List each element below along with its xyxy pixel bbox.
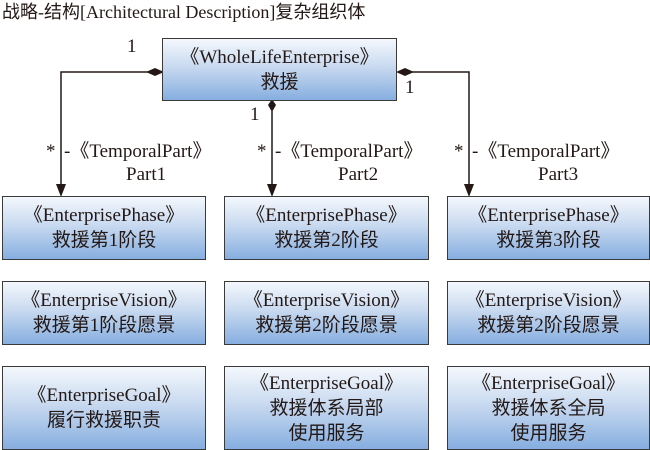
composition-diamond-icon	[268, 99, 276, 112]
box-name-line2: 使用服务	[510, 422, 587, 444]
box-stereotype: 《EnterprisePhase》	[468, 205, 629, 226]
box-stereotype: 《EnterpriseVision》	[465, 290, 632, 311]
role-label-3: -《TemporalPart》	[472, 141, 620, 162]
arrowhead-icon	[464, 184, 474, 197]
box-name: 救援体系局部	[269, 397, 384, 419]
enterprise-vision-box-1[interactable]: 《EnterpriseVision》 救援第1阶段愿景	[2, 281, 206, 345]
box-stereotype: 《WholeLifeEnterprise》	[180, 46, 379, 68]
box-name: 救援第1阶段愿景	[32, 315, 176, 336]
enterprise-vision-box-3[interactable]: 《EnterpriseVision》 救援第2阶段愿景	[447, 281, 650, 345]
enterprise-phase-box-3[interactable]: 《EnterprisePhase》 救援第3阶段	[447, 196, 650, 260]
composition-diamond-icon	[146, 68, 164, 76]
enterprise-vision-box-2[interactable]: 《EnterpriseVision》 救援第2阶段愿景	[224, 281, 429, 345]
box-stereotype: 《EnterpriseGoal》	[471, 372, 625, 394]
role-label-1: -《TemporalPart》	[64, 141, 212, 162]
multiplicity-source-2: 1	[250, 104, 260, 125]
multiplicity-source-3: 1	[405, 77, 415, 98]
arrowhead-icon	[267, 184, 277, 197]
box-name: 救援第2阶段	[274, 230, 379, 251]
box-name: 救援第2阶段愿景	[255, 315, 398, 336]
association-line-part3	[406, 71, 470, 190]
enterprise-phase-box-2[interactable]: 《EnterprisePhase》 救援第2阶段	[224, 196, 429, 260]
box-stereotype: 《EnterpriseGoal》	[27, 385, 181, 406]
enterprise-goal-box-1[interactable]: 《EnterpriseGoal》 履行救援职责	[2, 366, 206, 450]
box-name-line2: 使用服务	[288, 422, 365, 444]
arrowhead-icon	[56, 184, 66, 197]
box-stereotype: 《EnterprisePhase》	[23, 205, 185, 226]
diagram-title: 战略-结构[Architectural Description]复杂组织体	[2, 2, 366, 22]
composition-diamond-icon	[396, 68, 414, 76]
box-name: 救援第2阶段愿景	[477, 315, 620, 336]
association-line-part1	[60, 71, 152, 190]
part-name-1: Part1	[126, 164, 167, 185]
box-name: 救援第1阶段	[51, 230, 157, 251]
box-name: 履行救援职责	[46, 410, 161, 431]
box-name: 救援	[260, 71, 299, 93]
enterprise-goal-box-2[interactable]: 《EnterpriseGoal》 救援体系局部 使用服务	[224, 366, 429, 450]
multiplicity-source-1: 1	[127, 36, 137, 57]
box-stereotype: 《EnterpriseVision》	[243, 290, 410, 311]
box-name: 救援体系全局	[491, 397, 606, 419]
box-name: 救援第3阶段	[496, 230, 601, 251]
multiplicity-target-1: *	[46, 141, 56, 162]
box-stereotype: 《EnterpriseVision》	[21, 290, 187, 311]
enterprise-phase-box-1[interactable]: 《EnterprisePhase》 救援第1阶段	[2, 196, 206, 260]
box-stereotype: 《EnterprisePhase》	[246, 205, 407, 226]
box-stereotype: 《EnterpriseGoal》	[249, 372, 403, 394]
multiplicity-target-3: *	[454, 141, 464, 162]
part-name-3: Part3	[538, 164, 579, 185]
part-name-2: Part2	[338, 164, 379, 185]
role-label-2: -《TemporalPart》	[275, 141, 423, 162]
whole-life-enterprise-box[interactable]: 《WholeLifeEnterprise》 救援	[162, 38, 397, 101]
enterprise-goal-box-3[interactable]: 《EnterpriseGoal》 救援体系全局 使用服务	[447, 366, 650, 450]
multiplicity-target-2: *	[257, 141, 267, 162]
